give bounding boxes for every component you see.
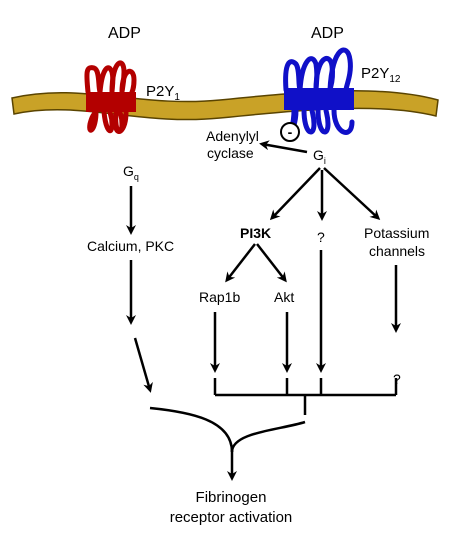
- arrow-gi-to-potassium: [323, 167, 381, 221]
- p2y1-receptor: [84, 60, 137, 134]
- arrow-pi3k-to-akt: [256, 243, 287, 283]
- arrow-calcium-to-brace: [133, 337, 153, 393]
- fibrinogen-label: Fibrinogen: [196, 489, 267, 506]
- receptor-activation-label: receptor activation: [170, 509, 293, 526]
- cell-membrane: [11, 90, 439, 121]
- p2y1-label-sub: 1: [174, 92, 180, 103]
- gq-label: Gq: [123, 163, 139, 182]
- p2y12-label-main: P2Y: [361, 65, 389, 82]
- gi-label: Gi: [313, 147, 326, 166]
- akt-label: Akt: [274, 289, 294, 305]
- arrow-pi3k-to-rap1b: [225, 243, 256, 283]
- arrow-gi-to-adenylyl: [259, 140, 308, 154]
- p2y1-label: P2Y1: [146, 83, 180, 103]
- pi3k-label: PI3K: [240, 225, 271, 241]
- merge-brace: [149, 406, 306, 453]
- arrow-gi-to-pi3k: [269, 167, 321, 221]
- gi-label-main: G: [313, 147, 324, 163]
- inhibition-sign: -: [288, 124, 293, 140]
- adenylyl-label: Adenylyl: [206, 128, 259, 144]
- pathway-arrows: [126, 140, 401, 393]
- gi-label-sub: i: [324, 156, 326, 166]
- convergence-bracket: [213, 378, 398, 415]
- rap1b-label: Rap1b: [199, 289, 240, 305]
- potassium-label: Potassium: [364, 225, 429, 241]
- p2y12-label-sub: 12: [389, 74, 401, 85]
- question-mid-label: ?: [317, 229, 325, 245]
- gq-label-sub: q: [134, 172, 139, 182]
- channels-label: channels: [369, 243, 425, 259]
- p2y12-label: P2Y12: [361, 65, 401, 85]
- p2y12-band: [284, 88, 354, 110]
- p2y1-label-main: P2Y: [146, 83, 174, 100]
- cyclase-label: cyclase: [207, 145, 254, 161]
- gq-label-main: G: [123, 163, 134, 179]
- p2y1-band: [86, 92, 136, 112]
- adp-right-label: ADP: [311, 25, 344, 42]
- calcium-pkc-label: Calcium, PKC: [87, 238, 174, 254]
- adp-left-label: ADP: [108, 25, 141, 42]
- inhibition-circle: [280, 122, 300, 142]
